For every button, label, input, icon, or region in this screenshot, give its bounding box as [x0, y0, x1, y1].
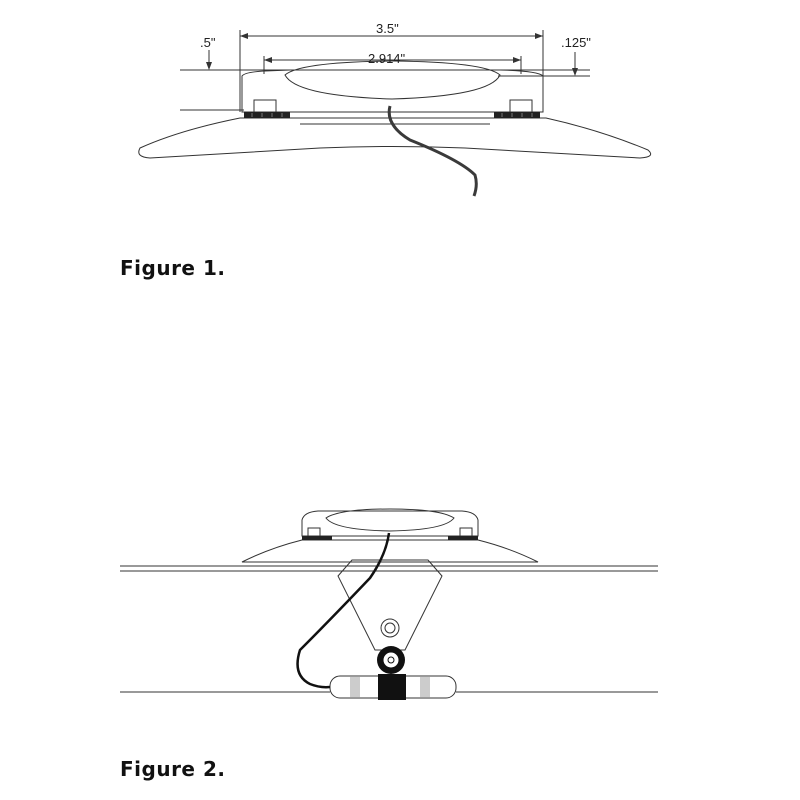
dome-top — [284, 60, 501, 100]
figure-1-drawing: .5" 3.5" 2.914" .125" — [138, 21, 652, 197]
left-adhesive-pad — [302, 536, 332, 540]
module-band — [350, 677, 360, 697]
connector-small-inner — [384, 622, 396, 634]
dimension-inner-width: 2.914" — [368, 51, 406, 66]
connector-large-center — [387, 656, 395, 664]
arrow-inner-left — [264, 57, 272, 63]
right-foot-block — [509, 99, 533, 113]
left-foot-block — [253, 99, 277, 113]
figure-2-drawing — [120, 508, 658, 700]
arrow-inner-right — [513, 57, 521, 63]
arrow-overall-right — [535, 33, 543, 39]
module-band — [420, 677, 430, 697]
figure-2-caption: Figure 2. — [120, 757, 226, 781]
figure-1-caption: Figure 1. — [120, 256, 226, 280]
left-foot-block — [307, 527, 321, 537]
right-foot-block — [459, 527, 473, 537]
right-adhesive-pad — [494, 112, 540, 118]
connector-small-outer — [380, 618, 400, 638]
module-center-block — [378, 674, 406, 700]
dimension-height-right: .125" — [561, 35, 591, 50]
connector-large-inner — [382, 651, 400, 669]
triangular-bracket — [337, 559, 443, 651]
antenna-cable — [296, 532, 391, 689]
dome-top — [325, 508, 455, 532]
left-adhesive-pad — [244, 112, 290, 118]
housing-body — [301, 510, 479, 537]
housing-body — [241, 69, 544, 113]
dimension-overall-width: 3.5" — [376, 21, 399, 36]
right-adhesive-pad — [448, 536, 478, 540]
antenna-cable — [387, 105, 478, 197]
dimension-height-left: .5" — [200, 35, 216, 50]
arrow-overall-left — [240, 33, 248, 39]
mounting-flange — [241, 539, 539, 563]
mounting-flange — [138, 117, 652, 159]
